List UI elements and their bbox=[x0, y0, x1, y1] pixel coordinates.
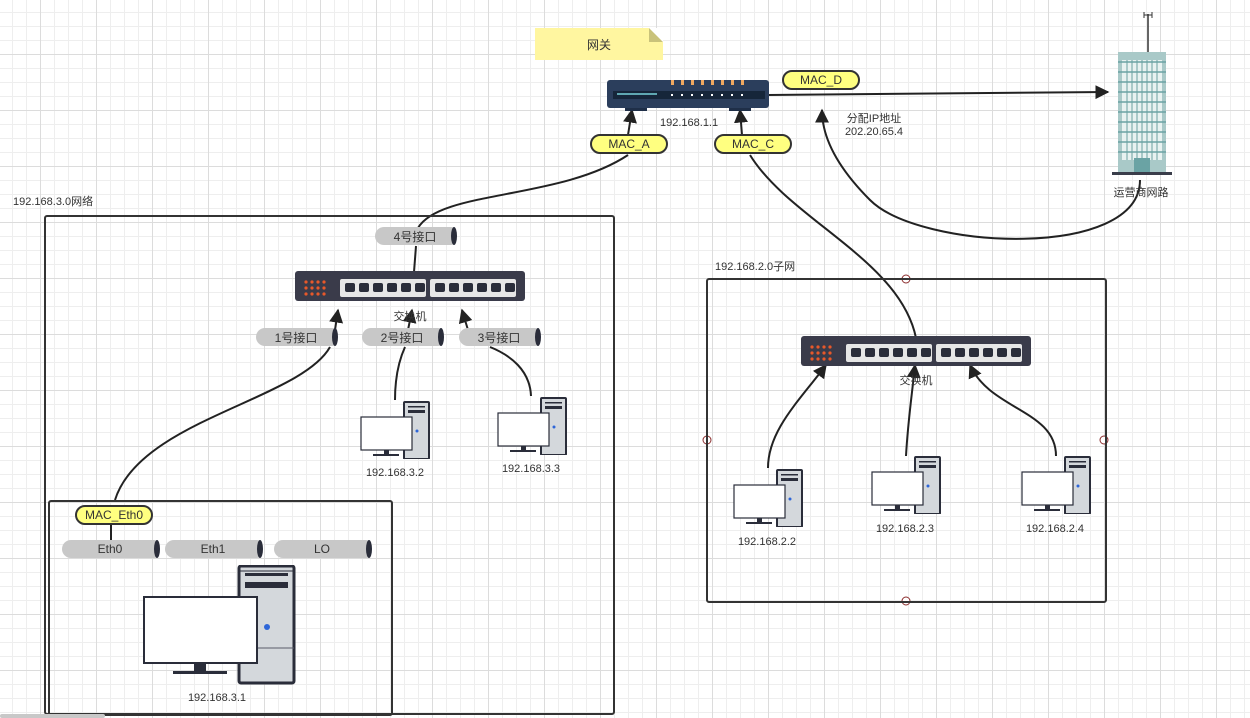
mac-c-badge[interactable]: MAC_C bbox=[714, 134, 792, 154]
port-3[interactable]: 3号接口 bbox=[459, 328, 541, 346]
gateway-ip: 192.168.1.1 bbox=[660, 117, 719, 129]
link-isp-macd bbox=[815, 108, 1141, 240]
network3-title: 192.168.3.0网络 bbox=[13, 196, 94, 208]
switch3-label: 交换机 bbox=[393, 311, 427, 323]
link-port1-switch bbox=[329, 308, 344, 331]
link-port2-switch bbox=[402, 308, 417, 331]
port-1[interactable]: 1号接口 bbox=[256, 328, 338, 346]
host-ip: 192.168.3.2 bbox=[365, 467, 425, 479]
mac-eth0-badge[interactable]: MAC_Eth0 bbox=[75, 505, 153, 525]
link-host22-switch2 bbox=[767, 363, 827, 469]
link-maca-gateway bbox=[623, 108, 637, 136]
network2-container[interactable] bbox=[706, 278, 1107, 603]
desktop-computer-icon[interactable] bbox=[733, 469, 805, 527]
link-host23-switch2 bbox=[905, 363, 921, 457]
assigned-ip-value: 202.20.65.4 bbox=[844, 126, 904, 138]
mac-d-badge[interactable]: MAC_D bbox=[782, 70, 860, 90]
desktop-computer-icon[interactable] bbox=[360, 401, 432, 459]
interface-lo[interactable]: LO bbox=[274, 540, 372, 558]
desktop-computer-icon[interactable] bbox=[871, 456, 943, 514]
link-port3-switch bbox=[458, 308, 473, 331]
host-ip: 192.168.2.4 bbox=[1025, 523, 1085, 535]
link-host32-port2 bbox=[394, 346, 406, 401]
network2-title: 192.168.2.0子网 bbox=[715, 261, 796, 273]
desktop-computer-icon[interactable] bbox=[1021, 456, 1093, 514]
main-host-container[interactable] bbox=[48, 500, 393, 716]
mac-a-badge[interactable]: MAC_A bbox=[590, 134, 668, 154]
link-port4-switch bbox=[413, 245, 417, 273]
link-host24-switch2 bbox=[968, 363, 1057, 457]
port-4[interactable]: 4号接口 bbox=[375, 227, 457, 245]
link-macc-switch2 bbox=[749, 154, 917, 339]
horizontal-scrollbar[interactable] bbox=[0, 714, 105, 718]
host-ip: 192.168.2.2 bbox=[737, 536, 797, 548]
link-host33-port3 bbox=[489, 346, 532, 397]
isp-label: 运营商网路 bbox=[1113, 187, 1169, 199]
link-macc-gateway bbox=[734, 108, 748, 136]
link-eth0-port1 bbox=[114, 346, 331, 501]
interface-eth0[interactable]: Eth0 bbox=[62, 540, 160, 558]
router-icon[interactable] bbox=[605, 78, 771, 112]
port-2[interactable]: 2号接口 bbox=[362, 328, 444, 346]
gateway-note[interactable]: 网关 bbox=[535, 28, 663, 60]
host-ip: 192.168.3.3 bbox=[501, 463, 561, 475]
interface-eth1[interactable]: Eth1 bbox=[165, 540, 263, 558]
main-host-ip: 192.168.3.1 bbox=[187, 692, 247, 704]
assigned-ip-label: 分配IP地址 bbox=[846, 113, 902, 125]
link-gateway-isp bbox=[767, 85, 1110, 100]
isp-building-icon[interactable] bbox=[1108, 6, 1176, 178]
host-ip: 192.168.2.3 bbox=[875, 523, 935, 535]
desktop-computer-icon[interactable] bbox=[497, 397, 569, 455]
desktop-computer-icon[interactable] bbox=[142, 565, 297, 687]
gateway-note-text: 网关 bbox=[586, 37, 611, 52]
switch-icon[interactable] bbox=[294, 270, 526, 302]
switch-icon[interactable] bbox=[800, 335, 1032, 367]
switch2-label: 交换机 bbox=[899, 375, 933, 387]
